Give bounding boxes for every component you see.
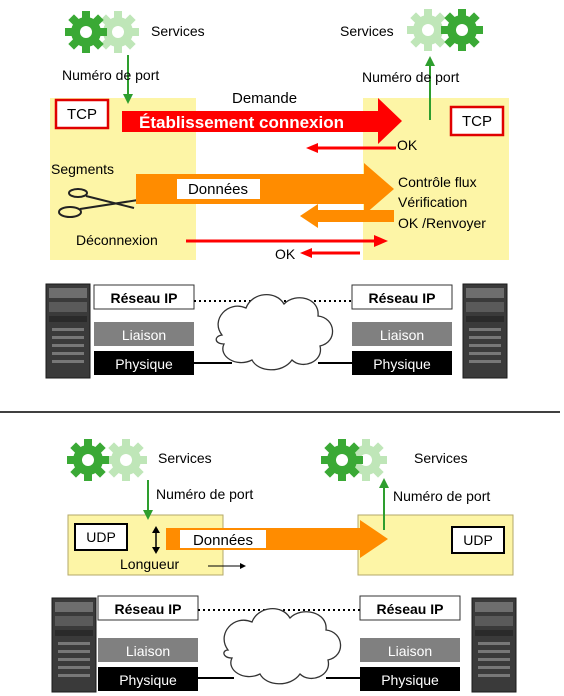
tcp-reseau-left-box bbox=[93, 284, 195, 310]
orange-return-arrow bbox=[300, 204, 394, 228]
data-label-box bbox=[177, 179, 260, 199]
tcp-reseau-left: Réseau IP bbox=[111, 290, 178, 306]
ok-final-arrow bbox=[300, 248, 360, 258]
tcp-controle-label: Contrôle flux bbox=[398, 174, 477, 190]
tcp-demande-label: Demande bbox=[232, 90, 297, 107]
udp-box-left bbox=[74, 523, 128, 551]
udp-liaison-left-box bbox=[98, 638, 198, 662]
tcp-liaison-right: Liaison bbox=[380, 327, 424, 343]
tcp-liaison-right-box bbox=[352, 322, 452, 346]
tcp-ok2-label: OK bbox=[275, 246, 296, 262]
network-cloud-icon bbox=[215, 294, 334, 371]
udp-longueur-label: Longueur bbox=[120, 556, 180, 572]
green-up-arrow bbox=[379, 478, 389, 530]
server-icon bbox=[45, 283, 91, 379]
server-icon bbox=[462, 283, 508, 379]
gear-icon bbox=[67, 439, 109, 481]
tcp-etablissement-label: Établissement connexion bbox=[139, 113, 344, 132]
udp-services-left: Services bbox=[158, 450, 212, 466]
ok-return-arrow bbox=[306, 143, 396, 153]
udp-data-arrow bbox=[166, 520, 388, 558]
length-arrow bbox=[208, 563, 246, 569]
tcp-port-right: Numéro de port bbox=[362, 69, 459, 85]
tcp-liaison-left: Liaison bbox=[122, 327, 166, 343]
tcp-physique-left-box bbox=[94, 351, 194, 375]
length-double-arrow bbox=[152, 526, 160, 554]
udp-box-right bbox=[451, 526, 505, 554]
tcp-port-left: Numéro de port bbox=[62, 67, 159, 83]
gear-icon bbox=[441, 9, 483, 51]
udp-reseau-left: Réseau IP bbox=[115, 601, 182, 617]
tcp-box-left bbox=[54, 98, 110, 130]
gear-icon bbox=[65, 11, 107, 53]
tcp-box-right bbox=[449, 105, 505, 137]
udp-reseau-right: Réseau IP bbox=[377, 601, 444, 617]
tcp-okrenvoyer-label: OK /Renvoyer bbox=[398, 215, 486, 231]
tcp-physique-right: Physique bbox=[373, 356, 431, 372]
tcp-label-left: TCP bbox=[67, 106, 97, 123]
udp-liaison-right: Liaison bbox=[388, 643, 432, 659]
server-icon bbox=[471, 597, 517, 693]
udp-data-label-box bbox=[180, 530, 266, 548]
disconnect-arrow bbox=[186, 235, 388, 247]
tcp-physique-left: Physique bbox=[115, 356, 173, 372]
udp-reseau-right-box bbox=[359, 595, 461, 621]
green-up-arrow bbox=[425, 56, 435, 120]
tcp-physique-right-box bbox=[352, 351, 452, 375]
tcp-deconnexion-label: Déconnexion bbox=[76, 232, 158, 248]
tcp-segments-label: Segments bbox=[51, 161, 114, 177]
udp-liaison-right-box bbox=[360, 638, 460, 662]
udp-donnees-label: Données bbox=[193, 532, 253, 549]
tcp-ok1-label: OK bbox=[397, 137, 418, 153]
data-arrow bbox=[136, 163, 394, 215]
green-down-arrow bbox=[123, 55, 133, 104]
udp-label-left: UDP bbox=[86, 529, 116, 545]
udp-physique-right: Physique bbox=[381, 672, 439, 688]
udp-reseau-left-box bbox=[97, 595, 199, 621]
tcp-label-right: TCP bbox=[462, 113, 492, 130]
green-down-arrow bbox=[143, 480, 153, 520]
tcp-donnees-label: Données bbox=[188, 181, 248, 198]
establish-arrow bbox=[122, 98, 402, 144]
udp-physique-left: Physique bbox=[119, 672, 177, 688]
tcp-services-right: Services bbox=[340, 23, 394, 39]
udp-physique-right-box bbox=[360, 667, 460, 691]
tcp-services-left: Services bbox=[151, 23, 205, 39]
udp-liaison-left: Liaison bbox=[126, 643, 170, 659]
gear-icon bbox=[105, 439, 147, 481]
network-cloud-icon bbox=[223, 608, 342, 685]
gear-icon bbox=[321, 439, 363, 481]
udp-label-right: UDP bbox=[463, 532, 493, 548]
scissors-icon bbox=[58, 188, 139, 218]
tcp-reseau-right-box bbox=[351, 284, 453, 310]
udp-physique-left-box bbox=[98, 667, 198, 691]
tcp-reseau-right: Réseau IP bbox=[369, 290, 436, 306]
udp-port-left: Numéro de port bbox=[156, 486, 253, 502]
udp-port-right: Numéro de port bbox=[393, 488, 490, 504]
udp-services-right: Services bbox=[414, 450, 468, 466]
tcp-verification-label: Vérification bbox=[398, 194, 467, 210]
tcp-liaison-left-box bbox=[94, 322, 194, 346]
server-icon bbox=[51, 597, 97, 693]
